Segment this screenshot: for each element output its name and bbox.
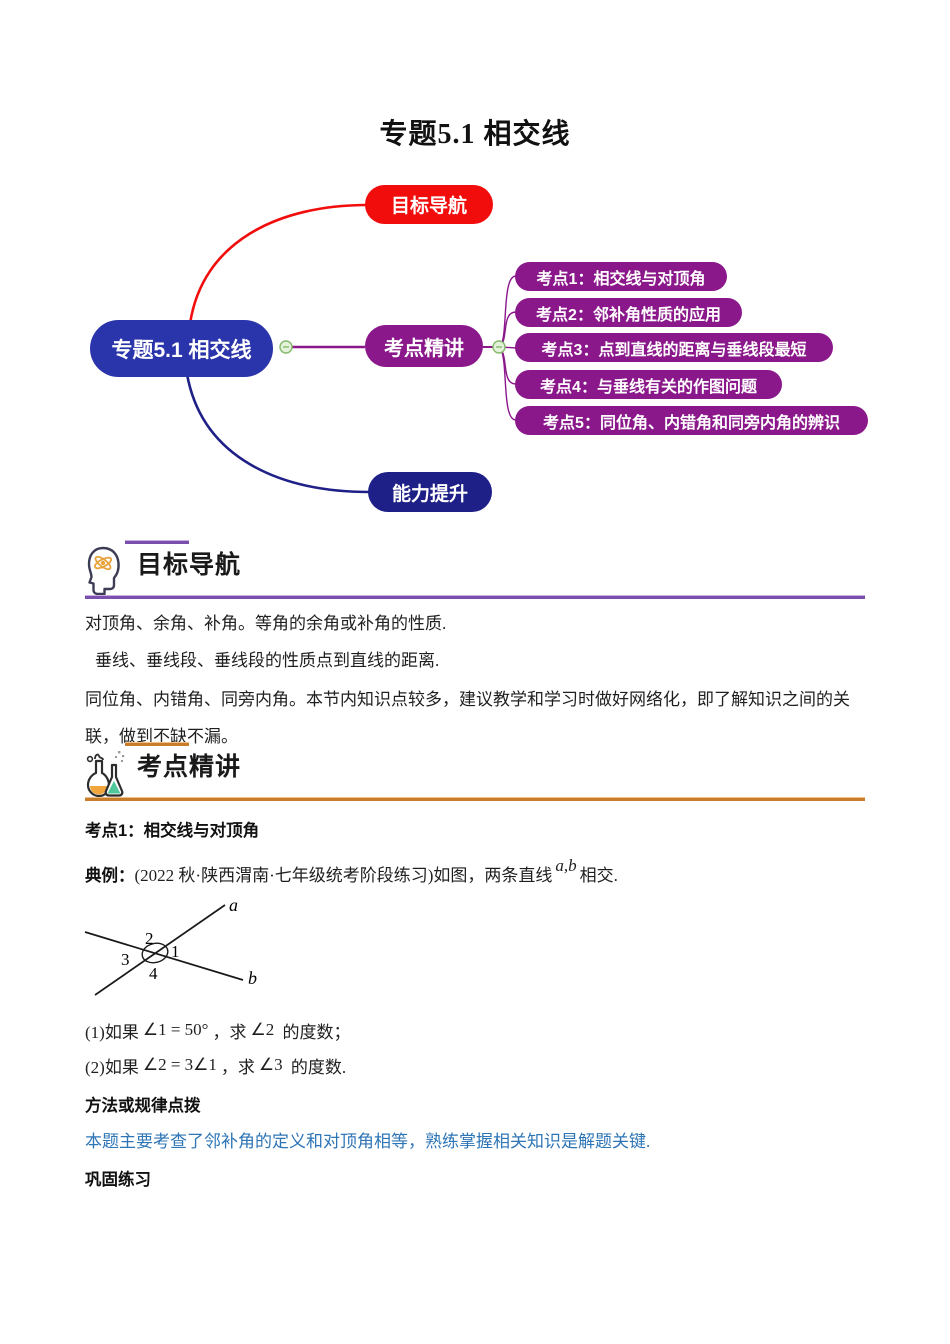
q1-math-2: ∠2 [250, 1020, 275, 1039]
keypoint-section-header: 考点精讲 [85, 743, 865, 801]
mindmap-subtopic-5-label: 考点5：同位角、内错角和同旁内角的辨识 [543, 414, 840, 432]
mindmap-subtopic-1: 考点1：相交线与对顶角 [515, 262, 727, 291]
example-label: 典例： [85, 867, 135, 885]
q2-pre: (2)如果 [85, 1058, 139, 1077]
angle-3-label: 3 [121, 950, 130, 969]
mindmap-branch-keypoints: 考点精讲 [365, 325, 483, 367]
collapse-icon [279, 340, 293, 354]
q1-pre: (1)如果 [85, 1023, 139, 1042]
intersecting-lines-figure: a b 2 1 3 4 [84, 895, 257, 996]
goal-section-title: 目标导航 [137, 551, 242, 579]
goal-paragraph-1: 对顶角、余角、补角。等角的余角或补角的性质. [85, 614, 447, 633]
angle-2-label: 2 [145, 929, 154, 948]
topic1-heading: 考点1：相交线与对顶角 [85, 822, 260, 840]
header-overline [125, 743, 189, 746]
mindmap-branch-goal: 目标导航 [365, 185, 493, 224]
example-line: 典例：(2022 秋·陕西渭南·七年级统考阶段练习)如图，两条直线a,b相交. [85, 856, 875, 887]
mindmap-branch-ability: 能力提升 [368, 472, 492, 512]
mindmap-connectors [185, 203, 517, 494]
mindmap-subtopic-1-label: 考点1：相交线与对顶角 [536, 270, 706, 288]
line-b-label: b [248, 968, 257, 988]
example-text: (2022 秋·陕西渭南·七年级统考阶段练习)如图，两条直线 [134, 866, 553, 885]
line-a-label: a [229, 895, 238, 915]
mindmap-branch-keypoints-label: 考点精讲 [384, 337, 464, 360]
goal-section-header: 目标导航 [85, 541, 865, 599]
goal-paragraph-2: 垂线、垂线段、垂线段的性质点到直线的距离. [95, 651, 440, 670]
page-title: 专题5.1 相交线 [379, 119, 571, 150]
q2-mid: ，求 [220, 1058, 255, 1077]
mindmap-subtopic-3: 考点3：点到直线的距离与垂线段最短 [515, 333, 833, 362]
q1-mid: ，求 [212, 1023, 247, 1042]
flask-icon [86, 751, 125, 798]
mindmap-subtopic-5: 考点5：同位角、内错角和同旁内角的辨识 [515, 406, 868, 435]
mindmap-subtopic-4-label: 考点4：与垂线有关的作图问题 [540, 378, 757, 396]
question-2: (2)如果∠2 = 3∠1，求∠3 的度数. [85, 1055, 875, 1079]
q2-math-2: ∠3 [258, 1055, 283, 1074]
header-underline [85, 596, 865, 599]
mindmap-root-node: 专题5.1 相交线 [90, 320, 273, 377]
method-heading: 方法或规律点拨 [85, 1097, 201, 1115]
mindmap-subtopic-2: 考点2：邻补角性质的应用 [515, 298, 742, 327]
mindmap-subtopic-2-label: 考点2：邻补角性质的应用 [536, 306, 721, 324]
header-underline [85, 798, 865, 801]
mindmap-root-label: 专题5.1 相交线 [111, 338, 252, 362]
method-note: 本题主要考查了邻补角的定义和对顶角相等，熟练掌握相关知识是解题关键. [85, 1132, 651, 1151]
q1-math-1: ∠1 = 50° [142, 1020, 209, 1039]
example-tail: 相交. [579, 866, 618, 885]
mindmap: 专题5.1 相交线 目标导航 考点精讲 能力提升 考点1：相交线与对顶角 考点2… [0, 170, 950, 526]
head-atom-icon [87, 546, 120, 596]
q1-post: 的度数； [278, 1023, 351, 1042]
angle-1-label: 1 [171, 942, 180, 961]
mindmap-subtopic-4: 考点4：与垂线有关的作图问题 [515, 370, 782, 399]
mindmap-branch-goal-label: 目标导航 [390, 196, 467, 217]
q2-math-1: ∠2 = 3∠1 [142, 1055, 217, 1074]
q2-post: 的度数. [286, 1058, 347, 1077]
mindmap-subtopic-3-label: 考点3：点到直线的距离与垂线段最短 [541, 341, 807, 359]
keypoint-section-title: 考点精讲 [137, 753, 242, 781]
mindmap-branch-ability-label: 能力提升 [391, 483, 468, 505]
header-overline [125, 541, 189, 544]
example-math: a,b [555, 856, 577, 875]
practice-heading: 巩固练习 [85, 1171, 151, 1189]
angle-4-label: 4 [149, 964, 158, 983]
collapse-icon [492, 340, 506, 354]
question-1: (1)如果∠1 = 50°，求∠2 的度数； [85, 1020, 875, 1044]
goal-paragraph-3: 同位角、内错角、同旁内角。本节内知识点较多，建议教学和学习时做好网络化，即了解知… [85, 690, 850, 746]
